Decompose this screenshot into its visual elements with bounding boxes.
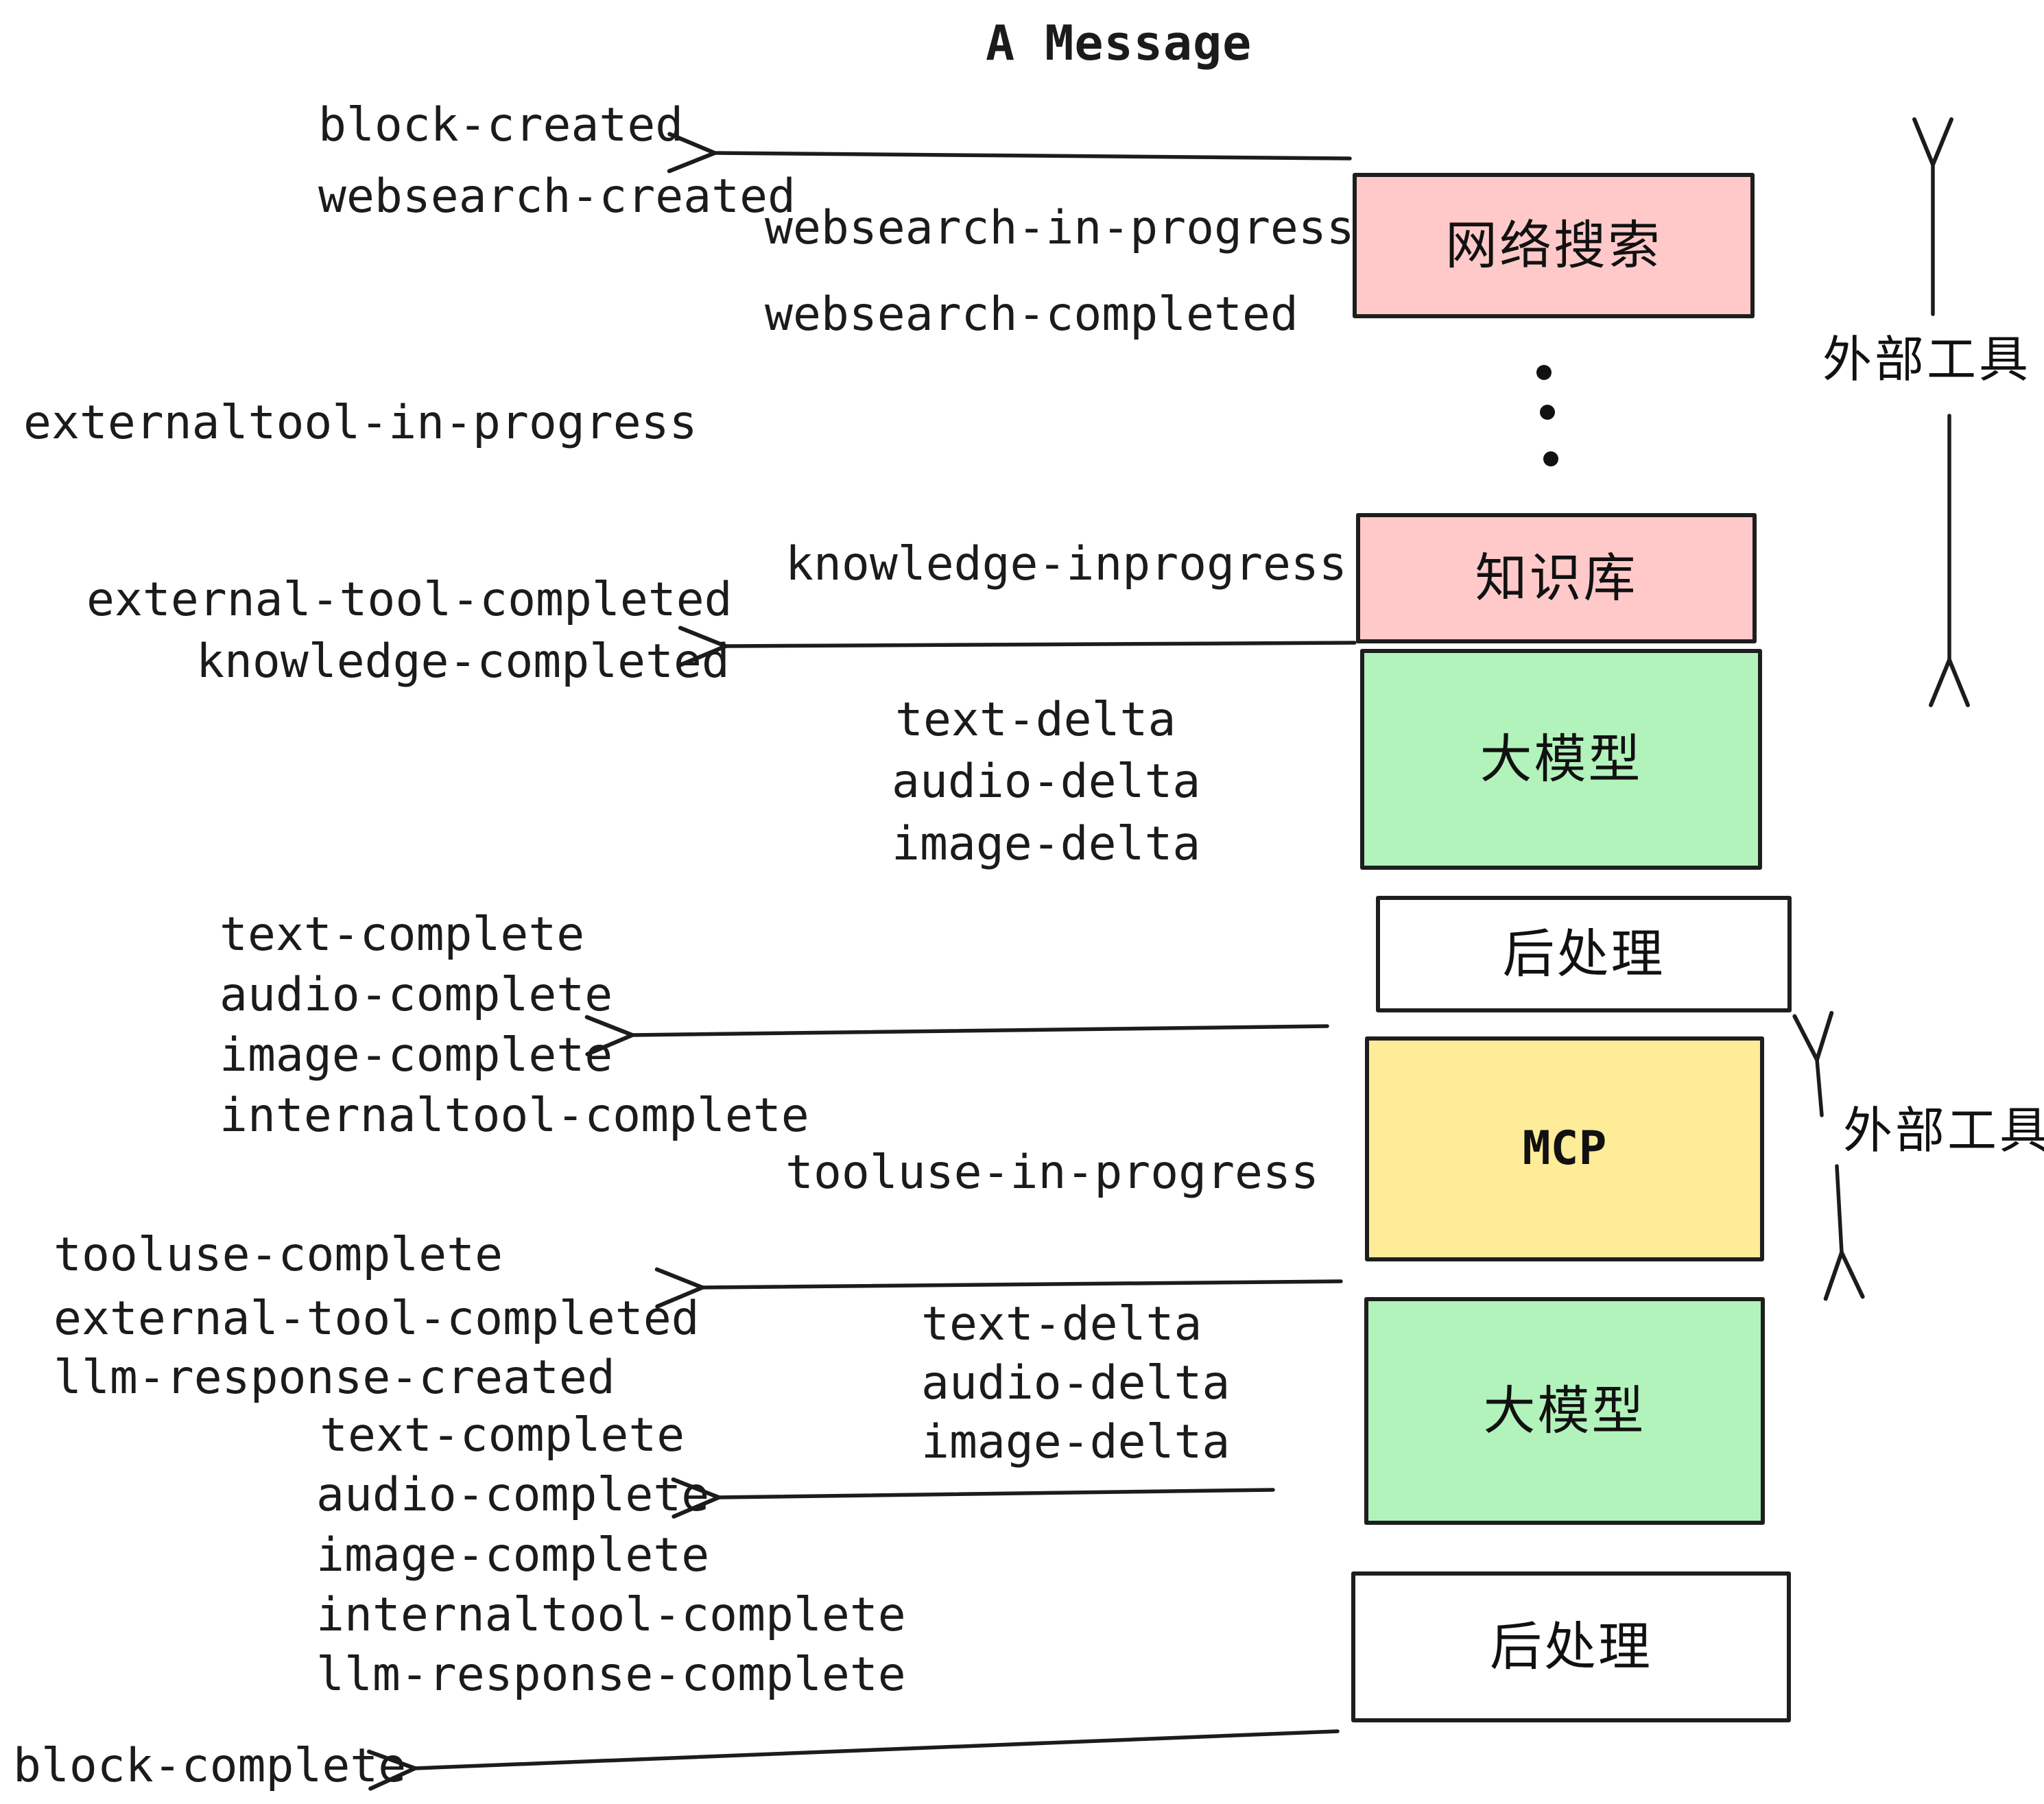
event-label-internaltool-complete: internaltool-complete [219,1089,809,1143]
node-box-web-search: 网络搜索 [1353,173,1755,318]
event-label-image-delta: image-delta [892,817,1201,871]
arrow-external-tool-2-down [1823,1164,1865,1301]
event-label-internaltool-complete: internaltool-complete [316,1588,906,1642]
ellipsis-dot [1536,365,1552,380]
arrow-knowledge-completed [678,626,1357,667]
event-label-text-delta: text-delta [895,693,1176,747]
event-label-audio-complete: audio-complete [316,1468,710,1522]
node-box-label: MCP [1522,1121,1607,1176]
node-box-mcp: MCP [1365,1036,1764,1261]
side-label-external-tools: 外部工具 [1822,331,2032,388]
arrow-block-complete [366,1729,1340,1791]
node-box-llm-1: 大模型 [1360,649,1762,870]
event-label-text-complete: text-complete [320,1408,685,1462]
arrow-tooluse-complete [654,1267,1343,1309]
node-box-label: 网络搜索 [1445,215,1662,276]
page-title: A Message [986,15,1252,71]
event-label-image-complete: image-complete [219,1028,613,1082]
node-box-post-process-2: 后处理 [1351,1571,1791,1722]
node-box-label: 大模型 [1483,1380,1646,1441]
node-box-label: 后处理 [1502,923,1665,984]
event-label-websearch-in-progress: websearch-in-progress [765,201,1355,255]
arrow-websearch-created [667,132,1352,174]
event-label-image-complete: image-complete [316,1528,710,1582]
event-label-llm-response-complete: llm-response-complete [316,1648,906,1702]
event-label-websearch-created: websearch-created [318,169,796,224]
ellipsis-dot [1540,405,1555,420]
event-label-audio-complete: audio-complete [219,968,613,1022]
event-label-text-delta: text-delta [921,1297,1202,1351]
event-label-audio-delta: audio-delta [921,1356,1231,1410]
side-label-external-tools: 外部工具 [1843,1102,2044,1159]
node-box-label: 大模型 [1479,728,1643,790]
event-label-block-complete: block-complete [13,1739,407,1793]
node-box-llm-2: 大模型 [1364,1297,1765,1525]
ellipsis-dot [1543,451,1558,466]
event-label-knowledge-completed: knowledge-completed [196,634,730,689]
event-label-audio-delta: audio-delta [892,755,1201,809]
event-label-external-tool-completed: external-tool-completed [86,573,733,627]
event-label-text-complete: text-complete [219,907,585,962]
event-label-llm-response-created: llm-response-created [54,1351,615,1405]
event-label-tooluse-in-progress: tooluse-in-progress [785,1146,1319,1200]
event-label-image-delta: image-delta [921,1415,1231,1469]
event-label-knowledge-inprogress: knowledge-inprogress [785,537,1347,591]
arrow-image-complete [584,1014,1329,1056]
node-box-label: 后处理 [1490,1616,1652,1677]
event-label-external-tool-completed: external-tool-completed [54,1292,700,1346]
event-label-websearch-completed: websearch-completed [765,287,1298,342]
event-label-externaltool-in-progress: externaltool-in-progress [23,396,698,450]
event-label-tooluse-complete: tooluse-complete [54,1228,503,1282]
arrow-audio-complete [671,1477,1275,1519]
event-label-block-created: block-created [318,98,684,152]
node-box-knowledge-base: 知识库 [1356,513,1757,643]
arrow-external-tool-2-up [1792,1010,1834,1117]
node-box-post-process-1: 后处理 [1376,896,1792,1012]
node-box-label: 知识库 [1475,547,1638,608]
